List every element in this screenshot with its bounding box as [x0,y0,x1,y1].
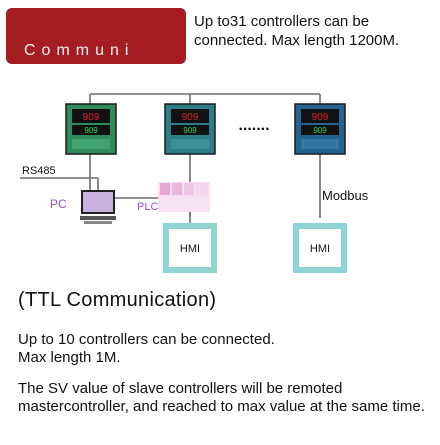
pc-monitor-icon [80,190,116,224]
controller-2-pv: 909 [182,112,199,123]
ttl-capacity-text: Up to 10 controllers can be connected. M… [18,331,275,366]
more-controllers-ellipsis: ....... [238,117,269,134]
controller-unit-3: 909 909 [294,103,346,155]
banner-title: Communi [24,42,135,59]
modbus-label: Modbus [322,188,369,203]
controller-unit-2: 909 909 [164,103,216,155]
hmi-panel-1: HMI [163,223,217,273]
controller-1-pv: 909 [83,112,100,123]
sv-remote-text: The SV value of slave controllers will b… [18,380,425,415]
title-banner: Communi [6,8,186,64]
rs485-label: RS485 [22,165,56,177]
hmi-1-label: HMI [180,243,200,255]
plc-device-icon [158,182,210,212]
hmi-2-label: HMI [310,243,330,255]
network-diagram: 909 909 909 909 ....... 909 909 RS485 PC… [20,93,369,273]
plc-label: PLC [137,201,158,213]
hmi-panel-2: HMI [293,223,347,273]
controller-3-pv: 909 [312,112,329,123]
controller-unit-1: 909 909 [65,103,117,155]
ttl-section-title: (TTL Communication) [18,289,217,311]
controller-2-sv: 909 [183,126,197,135]
header-note: Up to31 controllers can be connected. Ma… [194,13,400,49]
controller-3-sv: 909 [313,126,327,135]
pc-label: PC [50,197,67,211]
controller-1-sv: 909 [84,126,98,135]
